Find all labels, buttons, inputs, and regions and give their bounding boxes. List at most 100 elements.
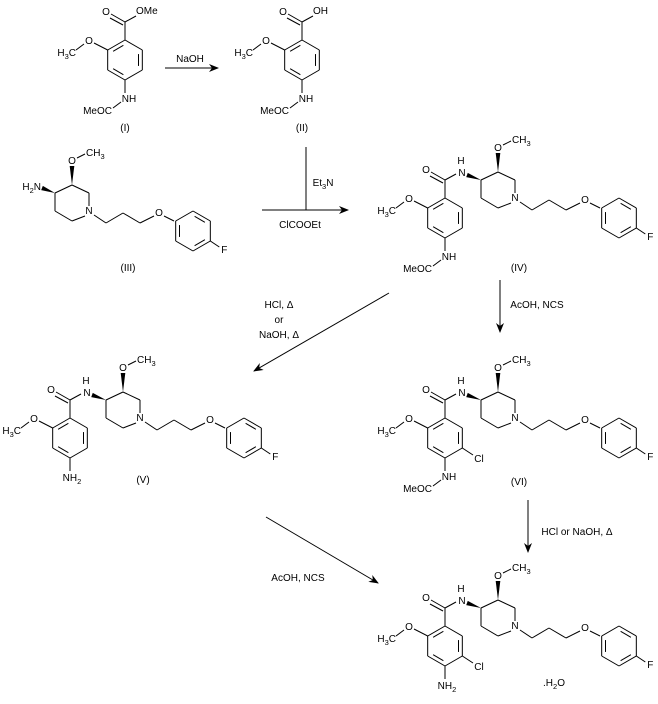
reagent-et3n: Et3N: [313, 178, 334, 191]
bond: [444, 393, 457, 401]
fluorophenyl-double-bond: [194, 239, 206, 247]
carbonyl-oxygen-label: O: [47, 385, 55, 396]
fluorine-label: F: [647, 232, 653, 243]
aryl-methoxy-oxygen-label: O: [85, 36, 93, 47]
bond: [122, 391, 141, 401]
fluorophenyl-bond: [601, 625, 620, 637]
aryl-methoxy-oxygen-label: O: [405, 414, 413, 425]
benzene-bond: [284, 69, 303, 81]
compound-label-i: (I): [120, 123, 129, 134]
benzene-double-bond: [432, 226, 444, 234]
fluorophenyl-bond: [618, 447, 637, 459]
bond: [497, 599, 516, 609]
benzene-double-bond: [432, 654, 444, 662]
amino-label: NH2: [438, 681, 457, 694]
fluorophenyl-bond: [601, 197, 620, 209]
amide-hydrogen-label: H: [457, 376, 464, 387]
bond: [519, 629, 533, 639]
compound-label-vi: (VI): [511, 477, 527, 488]
bond: [413, 200, 428, 209]
methoxy-oxygen-label: O: [494, 363, 502, 374]
benzene-bond: [52, 417, 71, 429]
bond: [548, 419, 567, 431]
aryl-methoxy-oxygen-label: O: [405, 622, 413, 633]
fluorophenyl-bond: [226, 417, 245, 429]
benzene-bond: [284, 39, 303, 51]
bond: [105, 212, 124, 224]
bond: [497, 630, 512, 637]
benzene-double-bond: [57, 422, 69, 430]
methyl-label: CH3: [512, 355, 531, 368]
ester-methoxy-label: OMe: [136, 6, 158, 17]
bond: [54, 210, 73, 222]
amide-hydrogen-label: H: [457, 156, 464, 167]
fluorophenyl-bond: [243, 447, 262, 459]
benzene-bond: [427, 625, 446, 637]
methyl-label: CH3: [137, 355, 156, 368]
bond: [173, 419, 192, 431]
benzene-bond: [444, 197, 463, 209]
bond: [395, 629, 405, 637]
amine-label: H2N: [22, 182, 41, 195]
bond: [261, 447, 271, 455]
methoxy-wedge: [495, 153, 501, 172]
bond: [395, 201, 405, 209]
carbonyl-double-bond: [430, 391, 446, 401]
fluorophenyl-bond: [618, 625, 637, 637]
arrow-iv-to-v: [253, 292, 390, 372]
bond: [548, 627, 567, 639]
bond: [589, 630, 601, 637]
methoxy-oxygen-label: O: [119, 363, 127, 374]
piperidine-nitrogen-label: N: [511, 621, 518, 632]
carbonyl-double-bond: [430, 599, 446, 609]
bond: [589, 202, 601, 209]
chlorine-label: Cl: [474, 454, 483, 465]
bond: [105, 417, 124, 429]
carbonyl-double-bond: [54, 395, 69, 404]
benzene-double-bond: [432, 202, 444, 210]
fluorophenyl-bond: [243, 417, 262, 429]
fluorophenyl-bond: [601, 655, 620, 667]
bond: [252, 43, 262, 51]
fluorine-label: F: [647, 660, 653, 671]
acetamido-nh-label: NH: [122, 94, 136, 105]
carbonyl-double-bond: [429, 175, 444, 184]
benzene-double-bond: [432, 630, 444, 638]
bond: [93, 214, 107, 224]
bond: [444, 173, 457, 181]
fluorophenyl-double-bond: [620, 202, 632, 210]
bond: [69, 393, 82, 401]
compound-label-v: (V): [136, 475, 149, 486]
compound-label-ii: (II): [296, 123, 308, 134]
reagent-acoh-ncs-iv: AcOH, NCS: [510, 300, 564, 311]
aryl-methoxy-oxygen-label: O: [405, 194, 413, 205]
bond: [548, 199, 567, 211]
reagent-acoh-ncs-v: AcOH, NCS: [271, 573, 325, 584]
methyl-label: CH3: [512, 135, 531, 148]
ether-oxygen-label: O: [581, 195, 589, 206]
benzene-bond: [427, 655, 446, 667]
benzene-double-bond: [57, 446, 69, 454]
methoxy-oxygen-label: O: [494, 143, 502, 154]
carbonyl-double-bond: [55, 391, 71, 401]
bond: [444, 601, 457, 609]
carbonyl-double-bond: [429, 603, 444, 612]
bond: [214, 422, 226, 429]
bond: [519, 201, 533, 211]
benzene-double-bond: [432, 446, 444, 454]
bond: [122, 212, 141, 224]
fluorophenyl-bond: [175, 240, 194, 252]
piperidine-nitrogen-label: N: [511, 193, 518, 204]
carbonyl-oxygen-label: O: [102, 7, 110, 18]
amide-nitrogen-label: N: [458, 388, 465, 399]
reagent-naoh-heat: NaOH, Δ: [259, 330, 299, 341]
acetamido-nh-label: NH: [299, 94, 313, 105]
benzene-bond: [444, 655, 463, 667]
bond: [480, 625, 499, 637]
fluorophenyl-double-bond: [245, 446, 257, 454]
fluorophenyl-bond: [618, 197, 637, 209]
acid-hydroxyl-label: OH: [313, 6, 328, 17]
bond: [139, 215, 155, 224]
compound-label-iv: (IV): [511, 263, 527, 274]
